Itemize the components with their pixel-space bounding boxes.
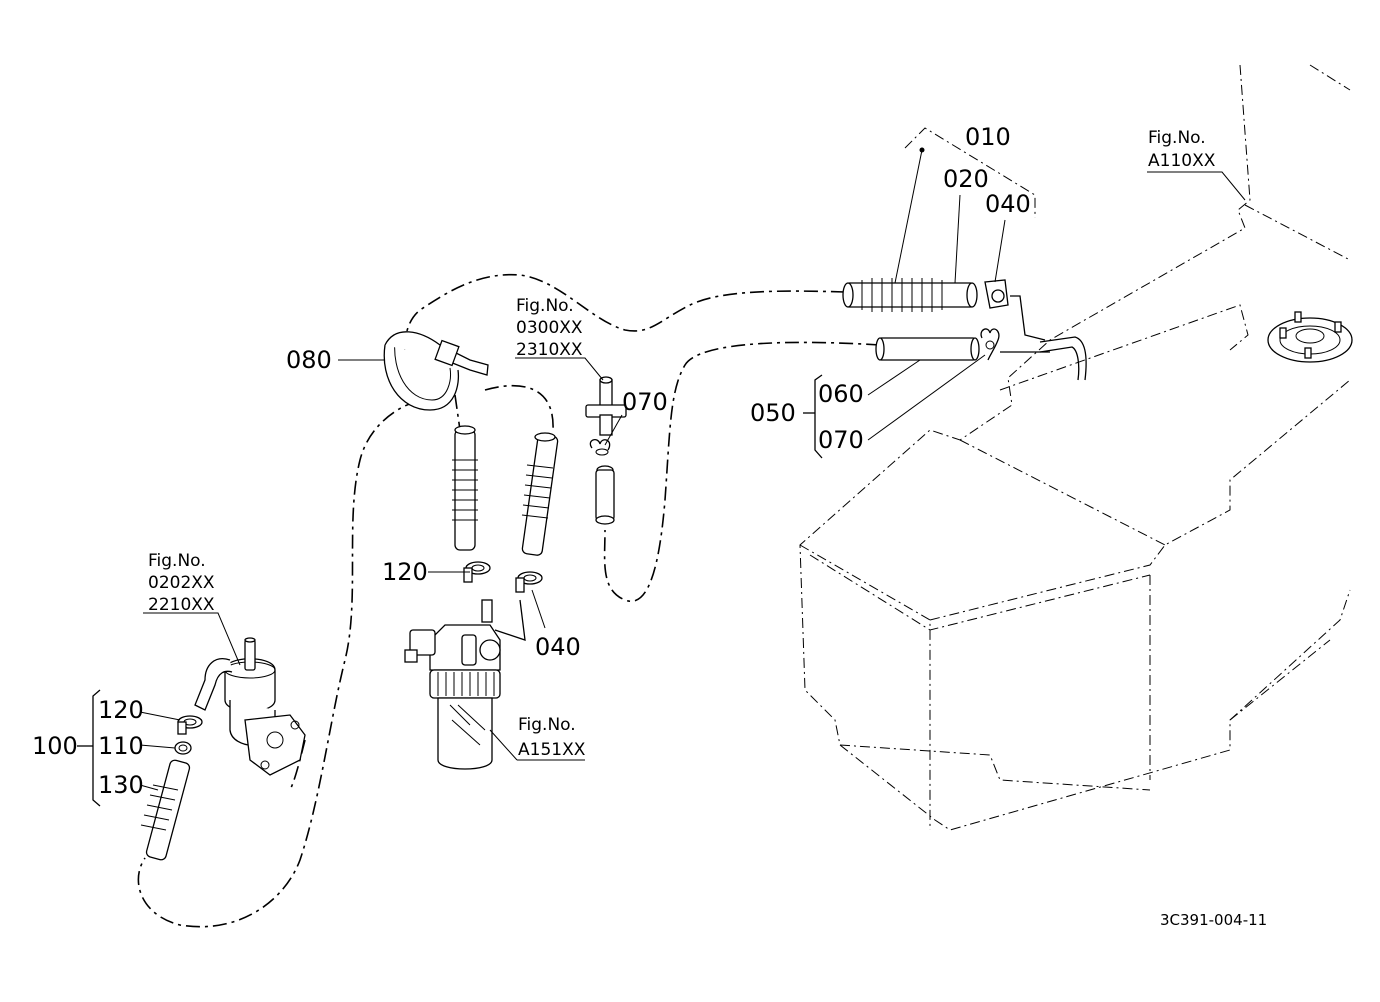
callout-040-top: 040 [985,190,1031,218]
hose-clip-070-mid [589,439,611,456]
figure-ref-a151-line1: Fig.No. [518,715,576,735]
callout-040-mid: 040 [535,633,581,661]
figure-ref-0202: Fig.No. 0202XX 2210XX [148,551,215,615]
callout-100: 100 [32,732,78,760]
figure-ref-0202-line2: 0202XX [148,573,215,593]
callout-120-left: 120 [98,696,144,724]
cable-tie-080 [383,331,489,411]
figure-ref-0300-line3: 2310XX [516,340,583,360]
figure-ref-0202-line1: Fig.No. [148,551,206,571]
callout-060: 060 [818,380,864,408]
figure-ref-a110-line1: Fig.No. [1148,128,1206,148]
fuel-tank-outline [799,64,1351,831]
callout-070-right: 070 [818,426,864,454]
figure-ref-a110-line2: A110XX [1148,151,1216,171]
tank-gauge-flange [1267,311,1353,363]
figure-ref-0300-line2: 0300XX [516,318,583,338]
figure-ref-a151-line2: A151XX [518,740,586,760]
figure-ref-0202-line3: 2210XX [148,595,215,615]
hose-060 [875,337,980,361]
hose-clip-110 [174,741,192,755]
hose-020-with-spring [842,278,978,312]
callout-130: 130 [98,771,144,799]
hose-clip-120-left [177,715,203,735]
callout-010: 010 [965,123,1011,151]
spring-hose-right [521,432,559,556]
tank-outlet-pipes [1000,336,1087,381]
callout-070-mid: 070 [622,388,668,416]
drawing-code: 3C391-004-11 [1160,911,1267,929]
hose-clip-040-mid [515,571,543,593]
spring-hose-130 [140,759,191,861]
callout-120-mid: 120 [382,558,428,586]
figure-ref-0300: Fig.No. 0300XX 2310XX [516,296,583,360]
hose-clip-120-mid [463,561,491,583]
hose-clip-070-right [980,328,1000,361]
callout-050: 050 [750,399,796,427]
callout-020: 020 [943,165,989,193]
hose-short-mid [595,465,615,525]
leader-lines [77,127,1246,807]
spring-hose-left [452,425,478,551]
figure-ref-a110: Fig.No. A110XX [1148,128,1216,171]
tee-joint [585,376,627,436]
callout-080: 080 [286,346,332,374]
fuel-hose-routes [137,273,881,928]
hose-clip-040-top [984,279,1046,341]
fuel-pump-assembly [194,637,306,776]
fuel-filter-assembly [404,599,526,770]
figure-ref-0300-line1: Fig.No. [516,296,574,316]
callout-110: 110 [98,732,144,760]
figure-ref-a151: Fig.No. A151XX [518,715,586,760]
